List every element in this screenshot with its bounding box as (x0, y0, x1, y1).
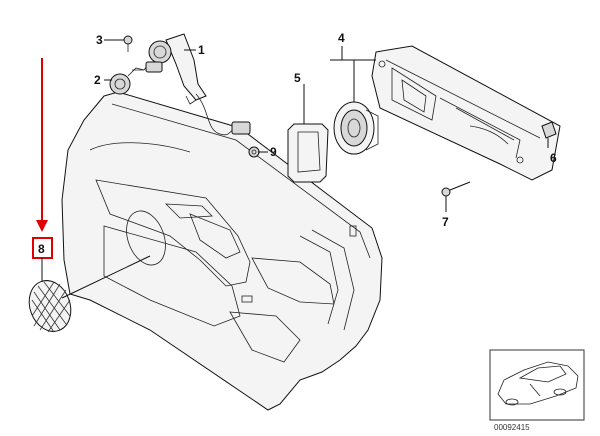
grille-leader-line (61, 255, 151, 299)
callout-7: 7 (442, 215, 449, 229)
callout-4: 4 (338, 31, 345, 45)
highlight-arrow (36, 58, 48, 232)
callout-2: 2 (94, 73, 101, 87)
callout-5: 5 (294, 71, 301, 85)
callout-6: 6 (550, 151, 557, 165)
screw-7 (441, 181, 471, 197)
callout-9: 9 (270, 145, 277, 159)
speaker-enclosure (371, 45, 561, 181)
callout-3: 3 (96, 33, 103, 47)
clip-6 (541, 121, 557, 139)
nut-9 (248, 146, 260, 158)
screw-small (123, 35, 133, 52)
speaker-woofer (333, 101, 379, 155)
speaker-adapter-ring (287, 123, 329, 183)
reference-number: 00092415 (494, 423, 530, 432)
leader-lines (104, 39, 549, 212)
vehicle-thumbnail (489, 349, 585, 421)
speaker-grille (28, 280, 72, 333)
tweeter-left (109, 67, 145, 95)
callout-8: 8 (38, 242, 45, 256)
callout-1: 1 (198, 43, 205, 57)
door-trim-panel (61, 91, 383, 411)
